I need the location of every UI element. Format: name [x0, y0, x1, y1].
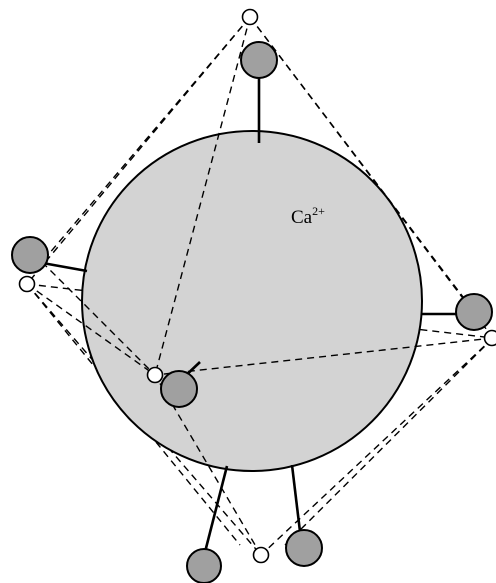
- vertex-front: [146, 366, 164, 384]
- ligand-atom-right: [455, 293, 493, 331]
- calcium-ion-sphere: [81, 130, 423, 472]
- vertex-right: [483, 329, 496, 347]
- edge-top-front: [154, 16, 251, 376]
- polyhedron-vertices: [18, 8, 496, 564]
- calcium-ion-label: Ca2+: [291, 204, 325, 228]
- ligand-atom-front: [160, 370, 198, 408]
- edge-top-left: [26, 16, 251, 285]
- ligand-atom-bottom-left: [186, 548, 222, 583]
- vertex-left: [18, 275, 36, 293]
- vertex-bottom: [252, 546, 270, 564]
- edge-left-front: [26, 283, 156, 376]
- ion-symbol: Ca: [291, 207, 313, 228]
- ligand-atom-left: [11, 236, 49, 274]
- ligand-atoms: [11, 41, 493, 583]
- edge-top-left-outer: [41, 16, 251, 263]
- bond-bottom-left: [202, 465, 229, 557]
- vertex-top: [241, 8, 259, 26]
- edge-right-front: [154, 337, 494, 376]
- bond-bottom-right: [290, 464, 303, 541]
- edge-top-right-outer: [249, 16, 477, 315]
- edge-right-bottom-outer: [284, 337, 494, 546]
- ligand-atom-top: [240, 41, 278, 79]
- edge-left-front-upper: [41, 261, 156, 376]
- ion-charge: 2+: [312, 204, 325, 218]
- ligand-atom-bottom-right: [285, 529, 323, 567]
